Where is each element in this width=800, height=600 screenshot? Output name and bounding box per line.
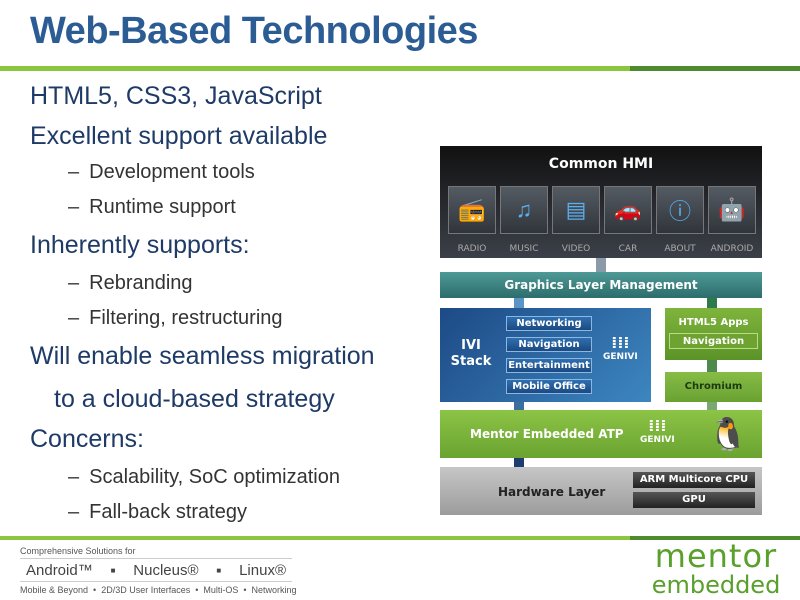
hmi-app-label: VIDEO <box>561 244 591 254</box>
html5-apps: HTML5 Apps Navigation <box>665 308 762 360</box>
slide-title: Web-Based Technologies <box>30 10 478 52</box>
genivi-logo: ⁞⁞⁞GENIVI <box>640 416 675 445</box>
connector <box>707 402 717 410</box>
bullet-item: Concerns: <box>30 425 144 454</box>
bullet-item: HTML5, CSS3, JavaScript <box>30 82 322 111</box>
bullet-item: Excellent support available <box>30 122 327 151</box>
info-icon: ⓘ <box>656 186 704 234</box>
ivi-item: Navigation <box>506 337 592 352</box>
bullet-text: Fall-back strategy <box>89 501 247 523</box>
genivi-label: GENIVI <box>640 435 675 445</box>
connector <box>514 402 524 410</box>
chromium: Chromium <box>665 372 762 402</box>
hmi-app-label: CAR <box>618 244 638 254</box>
logo-embedded: embedded <box>651 571 781 599</box>
bullet-text: Inherently supports: <box>30 231 250 259</box>
footer-divider-accent <box>630 536 800 540</box>
dash: – <box>68 307 80 329</box>
footer-tagline: Comprehensive Solutions for <box>20 546 136 556</box>
product-android: Android™ <box>26 561 93 579</box>
product-nucleus: Nucleus® <box>133 561 199 579</box>
html5-apps-title: HTML5 Apps <box>678 317 749 328</box>
ivi-item: Networking <box>506 316 592 331</box>
title-divider-accent <box>630 66 800 71</box>
bullet-text: Scalability, SoC optimization <box>89 466 340 488</box>
bullet-text: Filtering, restructuring <box>89 307 283 329</box>
genivi-logo: ⁞⁞⁞GENIVI <box>603 333 638 362</box>
logo-mentor: mentor <box>654 537 778 575</box>
hmi-app-label: ABOUT <box>664 244 696 254</box>
hmi-app-label: RADIO <box>457 244 487 254</box>
footer-products: Android™■ Nucleus®■ Linux® <box>20 558 292 582</box>
bullet-item: –Scalability, SoC optimization <box>68 466 340 489</box>
ivi-item: Mobile Office <box>506 379 592 394</box>
footer-areas: Mobile & Beyond • 2D/3D User Interfaces … <box>20 585 297 595</box>
mentor-embedded-atp: Mentor Embedded ATP ⁞⁞⁞GENIVI 🐧 <box>440 410 762 458</box>
title-divider <box>0 66 630 71</box>
ivi-title: IVI Stack <box>450 338 492 369</box>
bullet-item: to a cloud-based strategy <box>54 385 335 414</box>
bullet-text: Development tools <box>89 161 255 183</box>
dash: – <box>68 161 80 183</box>
bullet-item: –Filtering, restructuring <box>68 307 283 330</box>
bullet-text: Excellent support available <box>30 122 328 150</box>
bullet-text: Will enable seamless migration <box>30 342 375 370</box>
gpu: GPU <box>633 492 755 508</box>
dash: – <box>68 501 80 523</box>
connector <box>707 298 717 308</box>
dash: – <box>68 272 80 294</box>
bullet-text: Runtime support <box>89 196 236 218</box>
radio-icon: 📻 <box>448 186 496 234</box>
android-icon: 🤖 <box>708 186 756 234</box>
html5-navigation: Navigation <box>669 333 758 349</box>
bullet-item: –Development tools <box>68 161 255 184</box>
bullet-text: Concerns: <box>30 425 144 453</box>
dash: – <box>68 466 80 488</box>
hmi-app-label: ANDROID <box>710 244 754 254</box>
linux-tux-icon: 🐧 <box>708 416 748 452</box>
connector <box>514 298 524 308</box>
hmi-app-label: MUSIC <box>509 244 539 254</box>
bullet-item: –Fall-back strategy <box>68 501 247 524</box>
bullet-text: Rebranding <box>89 272 193 294</box>
connector <box>596 258 606 272</box>
genivi-label: GENIVI <box>603 352 638 362</box>
connector <box>707 360 717 372</box>
hmi-title: Common HMI <box>548 156 654 172</box>
hardware-layer: Hardware Layer ARM Multicore CPU GPU <box>440 467 762 515</box>
car-icon: 🚗 <box>604 186 652 234</box>
product-linux: Linux® <box>239 561 286 579</box>
bullet-text: to a cloud-based strategy <box>54 385 335 413</box>
bullet-item: –Runtime support <box>68 196 236 219</box>
bullet-item: Will enable seamless migration <box>30 342 375 371</box>
dash: – <box>68 196 80 218</box>
video-icon: ▤ <box>552 186 600 234</box>
bullet-item: Inherently supports: <box>30 231 250 260</box>
arm-cpu: ARM Multicore CPU <box>633 472 755 488</box>
atp-label: Mentor Embedded ATP <box>470 427 624 441</box>
bullet-text: HTML5, CSS3, JavaScript <box>30 82 322 110</box>
hardware-label: Hardware Layer <box>498 485 606 499</box>
footer-divider <box>0 536 630 540</box>
graphics-layer-management: Graphics Layer Management <box>440 272 762 298</box>
connector <box>514 458 524 467</box>
music-icon: ♫ <box>500 186 548 234</box>
ivi-item: Entertainment <box>506 358 592 373</box>
bullet-item: –Rebranding <box>68 272 193 295</box>
